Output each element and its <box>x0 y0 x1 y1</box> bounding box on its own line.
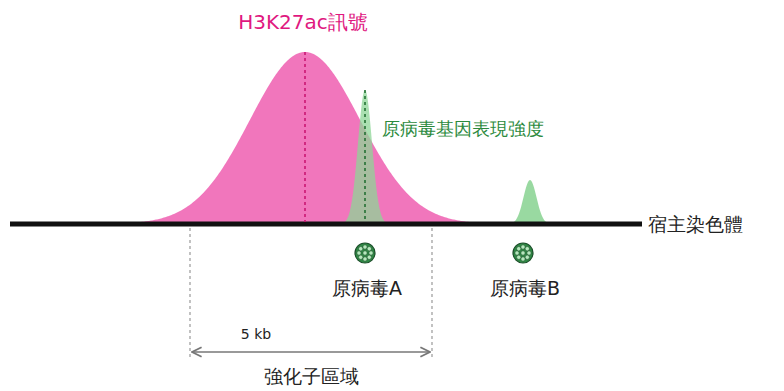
provirus-label: 原病毒B <box>490 277 560 300</box>
virus-body <box>355 243 375 263</box>
signal-curve <box>330 90 400 224</box>
provirus-icon <box>355 243 375 263</box>
signal-curve <box>500 180 560 224</box>
region-bound <box>431 228 432 360</box>
dimension-arrow <box>192 351 430 353</box>
provirus-icon <box>513 243 533 263</box>
virus-capsomere <box>369 251 373 255</box>
virus-capsomere <box>367 255 371 259</box>
virus-capsomere <box>517 247 521 251</box>
virus-capsomere <box>515 251 519 255</box>
dimension-label: 5 kb <box>241 326 271 343</box>
virus-capsomere <box>363 245 367 249</box>
region-bound <box>189 228 190 360</box>
peak-line <box>304 52 306 222</box>
chromosome-line <box>10 222 642 227</box>
provirus-label: 原病毒A <box>332 277 402 300</box>
virus-capsomere <box>359 255 363 259</box>
virus-capsomere <box>363 257 367 261</box>
virus-capsomere <box>525 255 529 259</box>
virus-capsomere <box>367 247 371 251</box>
virus-body <box>513 243 533 263</box>
signal-curves <box>120 52 560 224</box>
virus-capsomere <box>359 247 363 251</box>
signal-title: H3K27ac訊號 <box>238 10 368 34</box>
virus-capsomere <box>521 245 525 249</box>
virus-capsomere <box>525 247 529 251</box>
virus-capsomere <box>517 255 521 259</box>
virus-capsomere <box>363 251 367 255</box>
virus-capsomere <box>527 251 531 255</box>
chromosome-label: 宿主染色體 <box>648 213 743 236</box>
virus-capsomere <box>521 251 525 255</box>
virus-icons <box>355 243 533 263</box>
region-label: 強化子區域 <box>264 365 359 388</box>
virus-capsomere <box>521 257 525 261</box>
peak-line <box>364 90 366 222</box>
virus-capsomere <box>357 251 361 255</box>
signal-title: 原病毒基因表現強度 <box>382 118 544 140</box>
